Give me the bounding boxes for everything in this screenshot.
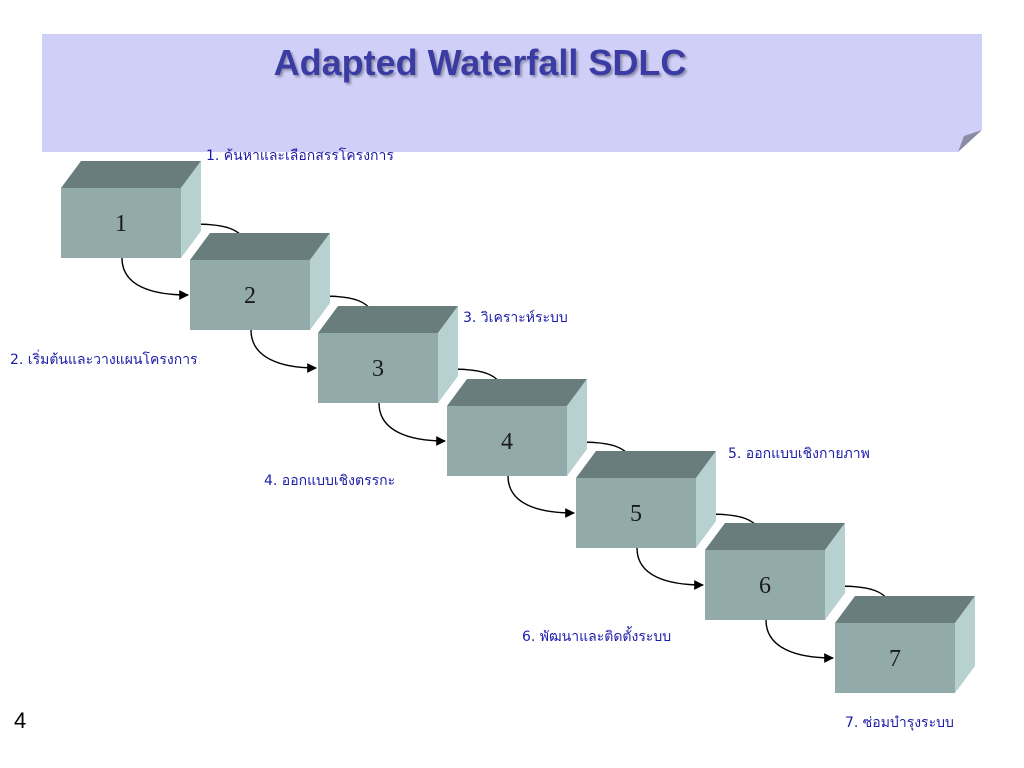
box-front-face: [190, 260, 310, 330]
box-top-face: [835, 596, 975, 623]
title-banner: [42, 34, 982, 152]
step-label-1: 1. ค้นหาและเลือกสรรโครงการ: [206, 148, 394, 164]
box-side-face: [825, 523, 845, 620]
step-label-4: 4. ออกแบบเชิงตรรกะ: [264, 473, 396, 489]
page-number: 4: [14, 708, 27, 733]
step-box-5: 5: [576, 451, 716, 548]
step-number-7: 7: [889, 646, 901, 672]
step-number-2: 2: [244, 283, 256, 309]
step-box-1: 1: [61, 161, 201, 258]
step-label-6: 6. พัฒนาและติดตั้งระบบ: [522, 629, 672, 645]
step-label-7: 7. ซ่อมบำรุงระบบ: [845, 715, 954, 731]
step-box-3: 3: [318, 306, 458, 403]
banner-fold: [958, 130, 982, 152]
box-top-face: [318, 306, 458, 333]
box-front-face: [705, 550, 825, 620]
slide-title: Adapted Waterfall SDLC: [273, 42, 687, 83]
step-box-6: 6: [705, 523, 845, 620]
step-box-2: 2: [190, 233, 330, 330]
step-box-4: 4: [447, 379, 587, 476]
step-label-2: 2. เริ่มต้นและวางแผนโครงการ: [10, 352, 198, 368]
forward-arrow-5: [636, 547, 704, 590]
step-number-1: 1: [115, 211, 127, 237]
forward-arrow-3: [378, 402, 446, 446]
box-top-face: [576, 451, 716, 478]
step-number-5: 5: [630, 501, 642, 527]
forward-arrow-6: [765, 619, 834, 663]
step-label-3: 3. วิเคราะห์ระบบ: [463, 310, 568, 326]
box-top-face: [190, 233, 330, 260]
step-number-3: 3: [372, 356, 384, 382]
step-label-5: 5. ออกแบบเชิงกายภาพ: [728, 446, 870, 462]
box-top-face: [61, 161, 201, 188]
box-front-face: [576, 478, 696, 548]
box-side-face: [310, 233, 330, 330]
forward-arrow-4: [507, 475, 575, 518]
box-side-face: [181, 161, 201, 258]
box-top-face: [705, 523, 845, 550]
box-side-face: [438, 306, 458, 403]
step-number-4: 4: [501, 429, 513, 455]
forward-arrow-2: [250, 329, 317, 373]
box-front-face: [61, 188, 181, 258]
box-front-face: [447, 406, 567, 476]
box-side-face: [955, 596, 975, 693]
forward-arrow-1: [121, 257, 189, 300]
box-top-face: [447, 379, 587, 406]
box-side-face: [567, 379, 587, 476]
step-number-6: 6: [759, 573, 771, 599]
box-front-face: [318, 333, 438, 403]
box-side-face: [696, 451, 716, 548]
step-box-7: 7: [835, 596, 975, 693]
box-front-face: [835, 623, 955, 693]
